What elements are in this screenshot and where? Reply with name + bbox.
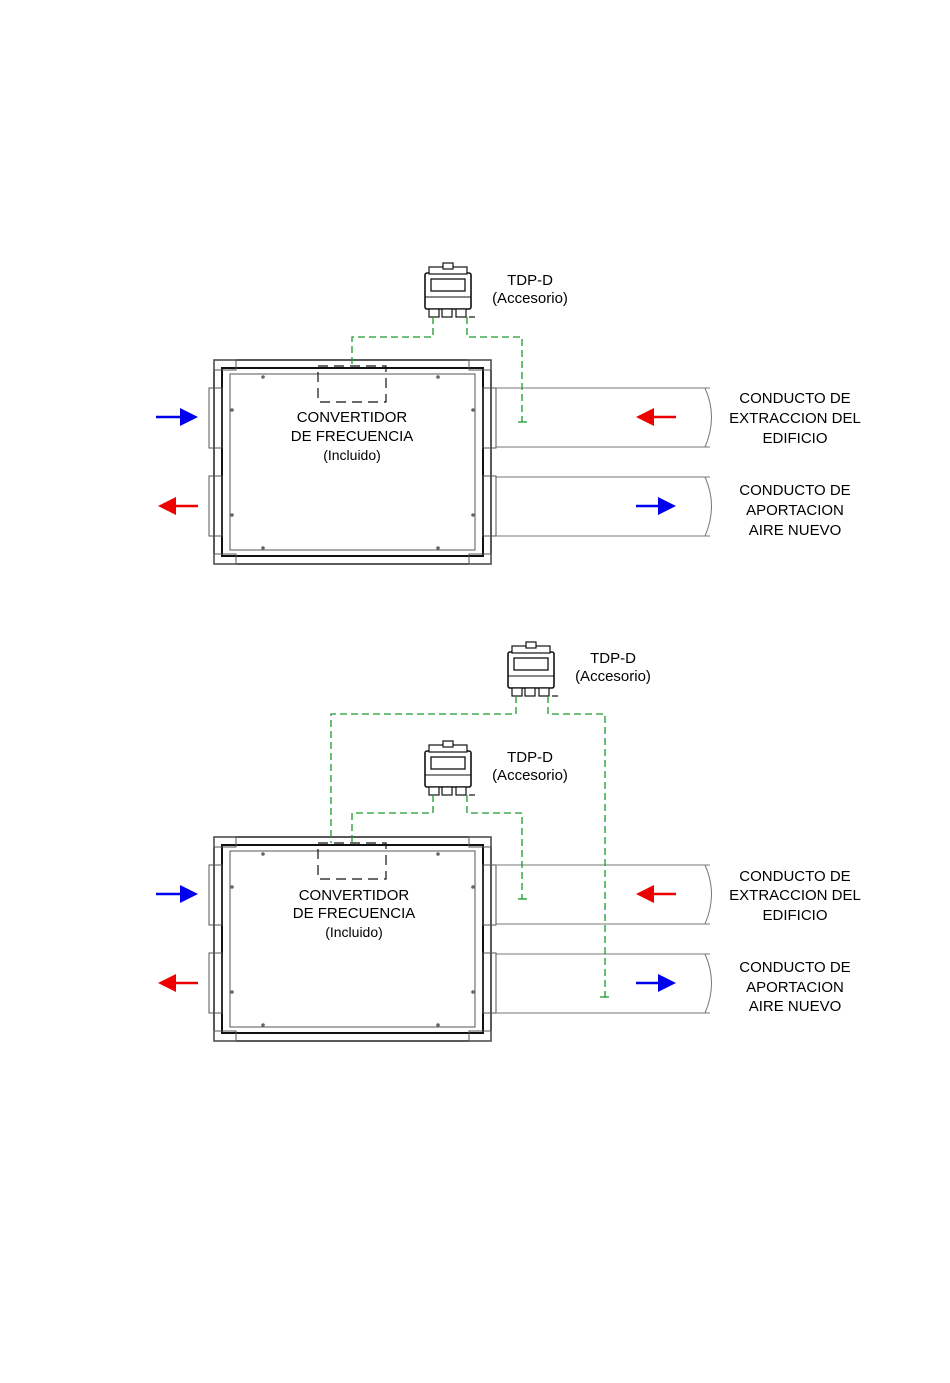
- sensor-upper-note: (Accesorio): [575, 668, 651, 685]
- converter-label-3: (Incluido): [325, 924, 383, 940]
- diagram-top: CONVERTIDOR DE FRECUENCIA (Incluido) TDP…: [156, 263, 861, 564]
- pressure-sensor-device-upper: [508, 642, 558, 696]
- left-flange-lower: [209, 476, 222, 536]
- extract-duct-label-2: EXTRACCION DEL: [729, 887, 861, 904]
- left-flange-upper: [209, 865, 222, 925]
- pressure-sensor-device: [425, 263, 475, 317]
- sensor-lower-name: TDP-D: [507, 749, 553, 766]
- frequency-converter-box: [318, 366, 386, 402]
- wire-upper-sensor-to-supply-duct: [548, 696, 605, 997]
- arrow-supply-duct: [636, 497, 676, 515]
- arrow-supply-in: [156, 885, 198, 903]
- converter-label-2: DE FRECUENCIA: [293, 905, 416, 922]
- converter-label-3: (Incluido): [323, 447, 381, 463]
- supply-duct-label-2: APORTACION: [746, 979, 844, 996]
- duct-extract: [496, 388, 712, 447]
- left-flange-lower: [209, 953, 222, 1013]
- arrow-supply-duct: [636, 974, 676, 992]
- duct-supply: [496, 954, 712, 1013]
- right-flange-lower: [483, 476, 496, 536]
- extract-duct-label-2: EXTRACCION DEL: [729, 410, 861, 427]
- diagram-bottom: CONVERTIDOR DE FRECUENCIA (Incluido) TDP…: [156, 642, 861, 1041]
- supply-duct-label-2: APORTACION: [746, 502, 844, 519]
- left-flange-upper: [209, 388, 222, 448]
- supply-duct-label-1: CONDUCTO DE: [739, 482, 850, 499]
- wire-upper-sensor-to-converter: [331, 696, 516, 843]
- extract-duct-label-3: EDIFICIO: [762, 907, 827, 924]
- pressure-sensor-device-lower: [425, 741, 475, 795]
- sensor-upper-name: TDP-D: [590, 650, 636, 667]
- arrow-exhaust-out: [158, 497, 198, 515]
- supply-duct-label-3: AIRE NUEVO: [749, 522, 842, 539]
- right-flange-lower: [483, 953, 496, 1013]
- converter-label-2: DE FRECUENCIA: [291, 428, 414, 445]
- arrow-supply-in: [156, 408, 198, 426]
- arrow-extract-duct: [636, 885, 676, 903]
- sensor-name: TDP-D: [507, 272, 553, 289]
- wire-lower-sensor-to-converter: [352, 795, 433, 843]
- converter-label-1: CONVERTIDOR: [297, 409, 408, 426]
- right-flange-upper: [483, 865, 496, 925]
- wire-sensor-to-converter: [352, 317, 433, 366]
- sensor-note: (Accesorio): [492, 290, 568, 307]
- extract-duct-label-1: CONDUCTO DE: [739, 390, 850, 407]
- duct-supply: [496, 477, 712, 536]
- supply-duct-label-1: CONDUCTO DE: [739, 959, 850, 976]
- right-flange-upper: [483, 388, 496, 448]
- converter-label-1: CONVERTIDOR: [299, 887, 410, 904]
- arrow-extract-duct: [636, 408, 676, 426]
- duct-extract: [496, 865, 712, 924]
- frequency-converter-box: [318, 843, 386, 879]
- arrow-exhaust-out: [158, 974, 198, 992]
- extract-duct-label-3: EDIFICIO: [762, 430, 827, 447]
- sensor-lower-note: (Accesorio): [492, 767, 568, 784]
- supply-duct-label-3: AIRE NUEVO: [749, 998, 842, 1015]
- extract-duct-label-1: CONDUCTO DE: [739, 868, 850, 885]
